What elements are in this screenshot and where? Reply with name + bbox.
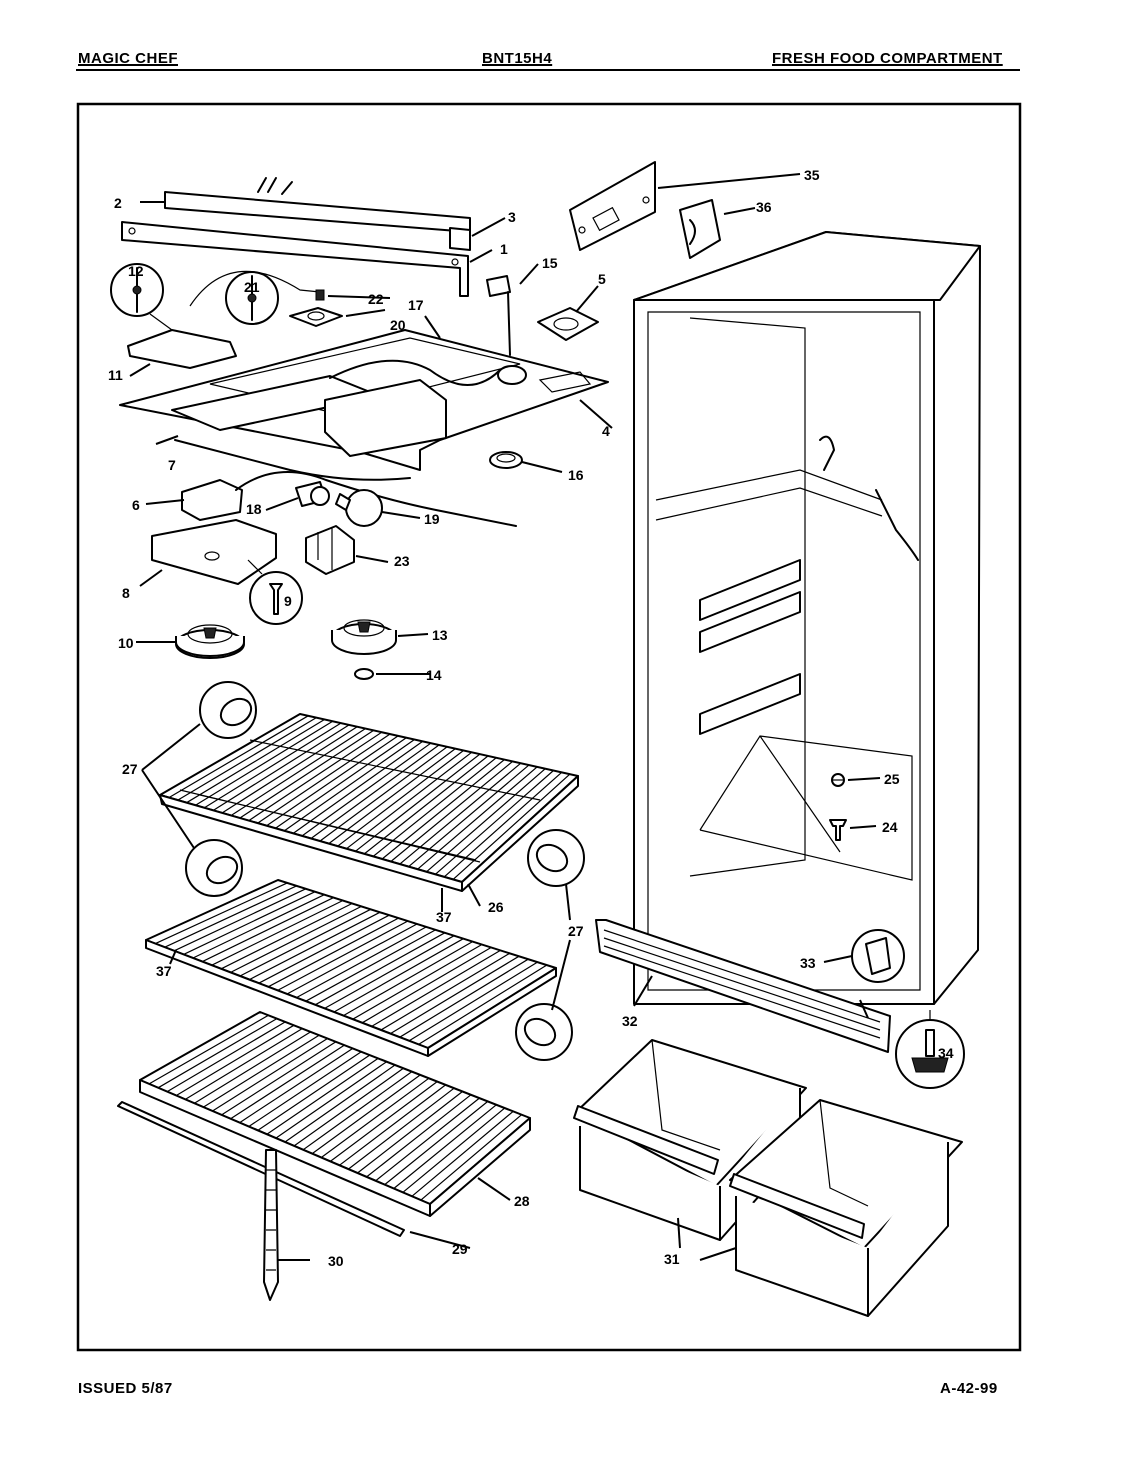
callout-33: 33 (800, 955, 816, 971)
part-4-control-housing (119, 329, 609, 471)
callout-11: 11 (108, 367, 123, 383)
part-19-light-bulb (335, 489, 383, 527)
callout-21: 21 (244, 279, 260, 295)
part-16-cap (489, 451, 523, 469)
part-2-light-shield (164, 177, 471, 233)
part-27-shelf-support-d (515, 1003, 573, 1061)
part-31-crisper-drawer-right (729, 1099, 963, 1317)
callout-27-right: 27 (568, 923, 584, 939)
brand-header: MAGIC CHEF (78, 50, 178, 67)
callout-3: 3 (508, 209, 516, 225)
callout-19: 19 (424, 511, 440, 527)
callout-30: 30 (328, 1253, 344, 1269)
part-27-shelf-support-a (199, 681, 257, 739)
issued-date: ISSUED 5/87 (78, 1380, 173, 1397)
callout-8: 8 (122, 585, 130, 601)
callout-4: 4 (602, 423, 610, 439)
part-21-screw-detail (189, 270, 321, 325)
diagram-border (76, 102, 1022, 1352)
callout-20: 20 (390, 317, 406, 333)
part-20-plate (289, 307, 343, 327)
part-17-wire (329, 359, 501, 386)
callout-7: 7 (168, 457, 176, 473)
callout-leaders (129, 173, 881, 1261)
callout-29: 29 (452, 1241, 468, 1257)
callout-labels: 2 3 1 15 5 4 16 7 6 18 19 23 8 9 10 13 1… (108, 167, 954, 1269)
callout-14: 14 (426, 667, 442, 683)
part-22-connector (315, 289, 325, 301)
callout-32: 32 (622, 1013, 638, 1029)
callout-27-left: 27 (122, 761, 138, 777)
callout-13: 13 (432, 627, 448, 643)
callout-28: 28 (514, 1193, 530, 1209)
callout-10: 10 (118, 635, 134, 651)
part-33-hinge-detail (851, 929, 905, 983)
callout-12: 12 (128, 263, 144, 279)
part-32-grille (595, 919, 891, 1053)
callout-25: 25 (884, 771, 900, 787)
part-34-leveling-leg (895, 1010, 965, 1089)
callout-5: 5 (598, 271, 606, 287)
part-28-crisper-cover (139, 1011, 531, 1217)
part-9-screw-detail (247, 559, 303, 625)
diagram-code: A-42-99 (940, 1380, 998, 1397)
part-11-switch (127, 329, 237, 369)
part-26-middle-shelf (145, 879, 557, 1057)
part-10-thermostat-knob (175, 624, 245, 659)
callout-16: 16 (568, 467, 584, 483)
callout-17: 17 (408, 297, 424, 313)
part-27-shelf-support-c (527, 829, 585, 887)
callout-37-upper: 37 (436, 909, 452, 925)
part-36-clip (679, 199, 721, 259)
part-14-washer (354, 668, 374, 680)
part-3-end-cap (449, 227, 471, 251)
part-12-screw-detail (110, 263, 173, 331)
part-6-thermostat (181, 471, 517, 527)
callout-34: 34 (938, 1045, 954, 1061)
callout-6: 6 (132, 497, 140, 513)
part-35-bracket (569, 161, 656, 251)
part-15-knob (486, 275, 511, 356)
part-25-clip (831, 773, 845, 787)
part-18-lamp-socket (295, 481, 330, 507)
part-27-shelf-support-b (185, 839, 243, 897)
callout-18: 18 (246, 501, 262, 517)
refrigerator-cabinet (633, 231, 981, 1005)
part-23-relay (305, 525, 355, 575)
callout-15: 15 (542, 255, 558, 271)
callout-22: 22 (368, 291, 384, 307)
callout-31: 31 (664, 1251, 680, 1267)
part-24-screw (829, 819, 847, 841)
part-30-support-rod (263, 1149, 279, 1301)
callout-36: 36 (756, 199, 772, 215)
callout-35: 35 (804, 167, 820, 183)
part-13-control-knob (331, 619, 397, 655)
part-29-cover-rod (117, 1101, 405, 1237)
callout-1: 1 (500, 241, 508, 257)
callout-37-lower: 37 (156, 963, 172, 979)
part-5-damper (537, 307, 599, 341)
part-1-front-bar (121, 221, 469, 297)
section-header: FRESH FOOD COMPARTMENT (772, 50, 1003, 67)
part-26-upper-shelf (159, 713, 579, 892)
callout-23: 23 (394, 553, 410, 569)
part-7-wire-harness (174, 439, 411, 481)
callout-2: 2 (114, 195, 122, 211)
callout-26: 26 (488, 899, 504, 915)
model-header: BNT15H4 (482, 50, 553, 67)
part-8-control-box (151, 519, 277, 585)
callout-9: 9 (284, 593, 292, 609)
callout-24: 24 (882, 819, 898, 835)
